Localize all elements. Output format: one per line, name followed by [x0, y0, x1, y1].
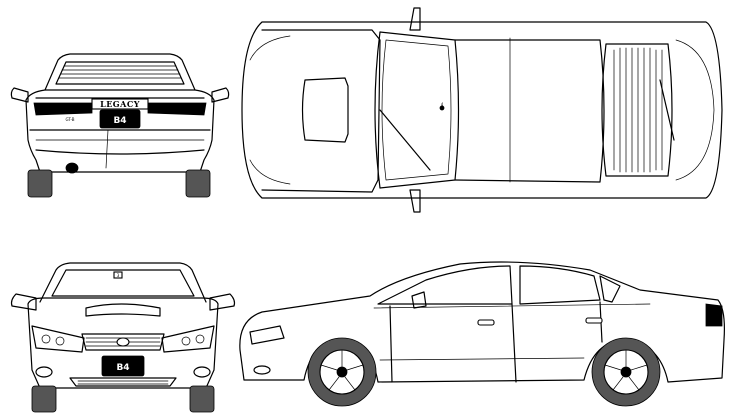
- top-right-mirror: [409, 189, 421, 213]
- right-headlight: [161, 325, 215, 353]
- front-left-tire: [31, 385, 57, 413]
- front-view: 3 B4: [10, 262, 236, 413]
- subaru-emblem: [116, 337, 130, 347]
- front-grille: [81, 333, 165, 351]
- front-door-handle: [477, 319, 495, 326]
- rear-license-plate: [99, 109, 141, 129]
- side-view: [239, 261, 725, 407]
- roof-marker: 4: [441, 102, 444, 107]
- rear-view: LEGACY B4 GT-B: [10, 53, 230, 198]
- legacy-badge: LEGACY: [100, 99, 140, 109]
- hood-scoop: [301, 77, 349, 143]
- side-mirror: [411, 291, 427, 309]
- rear-wheel: [591, 337, 661, 407]
- exhaust-pipe: [65, 162, 79, 174]
- front-wheel: [307, 337, 377, 407]
- rear-plate-text: B4: [113, 116, 126, 126]
- left-headlight: [31, 325, 85, 353]
- front-left-mirror: [10, 293, 37, 311]
- top-view: 4: [241, 7, 723, 213]
- front-plate-text: B4: [116, 363, 129, 373]
- right-mirror: [211, 87, 230, 103]
- left-fog-light: [35, 366, 53, 378]
- windshield-sticker: [113, 271, 123, 279]
- left-mirror: [10, 87, 29, 103]
- rear-left-tire: [27, 169, 53, 198]
- right-fog-light: [193, 366, 211, 378]
- side-headlight: [249, 325, 285, 345]
- side-tail-light: [705, 303, 723, 327]
- top-left-mirror: [409, 7, 421, 31]
- rear-trim-badge: GT-B: [65, 117, 74, 122]
- front-license-plate: [101, 355, 145, 377]
- front-right-mirror: [209, 293, 236, 311]
- rear-right-tire: [185, 169, 211, 198]
- front-right-tire: [189, 385, 215, 413]
- rear-door-handle: [585, 317, 603, 324]
- front-hood-scoop: [85, 303, 161, 317]
- windshield-sticker-text: 3: [117, 273, 120, 278]
